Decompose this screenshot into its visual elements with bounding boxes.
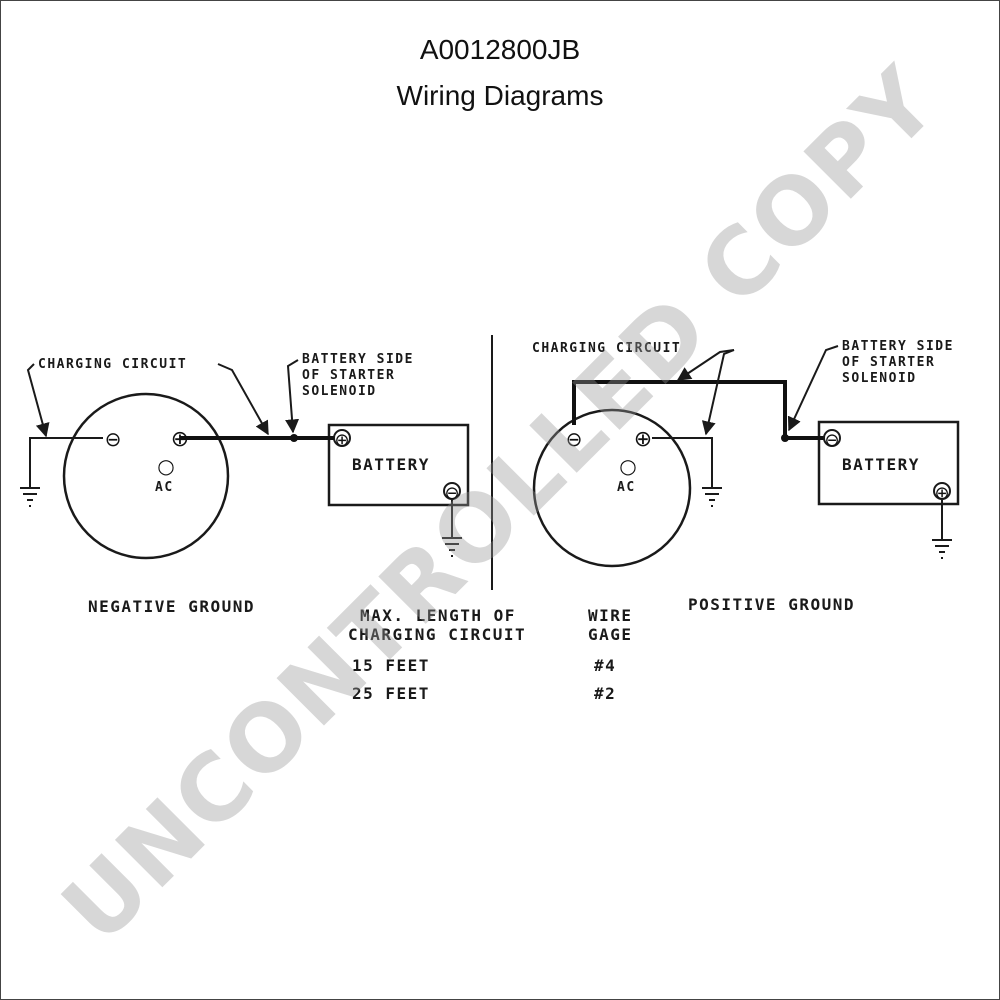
table-header-gage-line1: WIRE: [588, 606, 633, 625]
battery-side-label-line3: SOLENOID: [842, 371, 917, 386]
ac-label: AC: [617, 480, 636, 495]
battery-label: BATTERY: [352, 455, 430, 474]
solenoid-junction-negative: [290, 434, 298, 442]
leader-battery-side-negative: [285, 359, 300, 434]
ground-symbol-icon: [932, 539, 952, 559]
ac-terminal-icon: ○: [157, 454, 174, 478]
alternator-circle-positive: [532, 408, 692, 568]
leader-charging-circuit-positive-2: [701, 349, 735, 436]
ground-symbol-icon: [442, 537, 462, 557]
terminal-negative-icon: ⊖: [566, 427, 583, 451]
alternator-circle-negative: [62, 392, 230, 560]
ac-terminal-icon: ○: [619, 454, 636, 478]
charging-wire-positive: [572, 380, 826, 440]
battery-box-negative: [327, 423, 470, 507]
battery-side-label-line1: BATTERY SIDE: [842, 339, 954, 354]
charging-circuit-label: CHARGING CIRCUIT: [532, 341, 682, 356]
ac-label: AC: [155, 480, 174, 495]
table-row-length: 15 FEET: [352, 656, 430, 675]
battery-side-label-line2: OF STARTER: [842, 355, 936, 370]
battery-minus-icon: ⊖: [444, 483, 459, 504]
table-row-gage: #2: [594, 684, 617, 703]
battery-label: BATTERY: [842, 455, 920, 474]
leader-charging-circuit-negative-2: [217, 363, 269, 436]
part-number-title: A0012800JB: [419, 34, 581, 65]
page-subtitle: Wiring Diagrams: [396, 80, 604, 111]
battery-positive-terminal-positive: [933, 482, 951, 500]
leader-charging-circuit-positive-1: [676, 349, 735, 381]
battery-negative-terminal-negative: [443, 482, 461, 500]
battery-side-label-line3: SOLENOID: [302, 384, 377, 399]
ground-symbol-icon: [20, 487, 40, 507]
ground-wire-alternator-negative: [29, 437, 103, 488]
table-row-length: 25 FEET: [352, 684, 430, 703]
battery-side-label-line2: OF STARTER: [302, 368, 396, 383]
ground-symbol-icon: [702, 487, 722, 507]
battery-box-positive: [817, 420, 960, 506]
table-header-gage-line2: GAGE: [588, 625, 633, 644]
terminal-positive-icon: ⊕: [634, 427, 652, 452]
table-row-gage: #4: [594, 656, 617, 675]
negative-ground-label: NEGATIVE GROUND: [88, 597, 255, 616]
leader-charging-circuit-negative: [26, 363, 50, 438]
battery-minus-icon: ⊖: [824, 430, 839, 451]
battery-plus-icon: ⊕: [334, 430, 349, 451]
table-header-length-line1: MAX. LENGTH OF: [360, 606, 516, 625]
terminal-negative-icon: ⊖: [105, 427, 122, 451]
ground-wire-alternator-positive: [652, 437, 713, 488]
battery-plus-icon: ⊕: [934, 483, 949, 504]
battery-side-label-line1: BATTERY SIDE: [302, 352, 414, 367]
charging-circuit-label: CHARGING CIRCUIT: [38, 357, 188, 372]
terminal-positive-icon: ⊕: [171, 427, 189, 452]
leader-battery-side-positive: [787, 345, 839, 432]
solenoid-junction-positive: [781, 434, 789, 442]
battery-negative-terminal-positive: [823, 429, 841, 447]
table-header-length-line2: CHARGING CIRCUIT: [348, 625, 527, 644]
positive-ground-label: POSITIVE GROUND: [688, 595, 855, 614]
